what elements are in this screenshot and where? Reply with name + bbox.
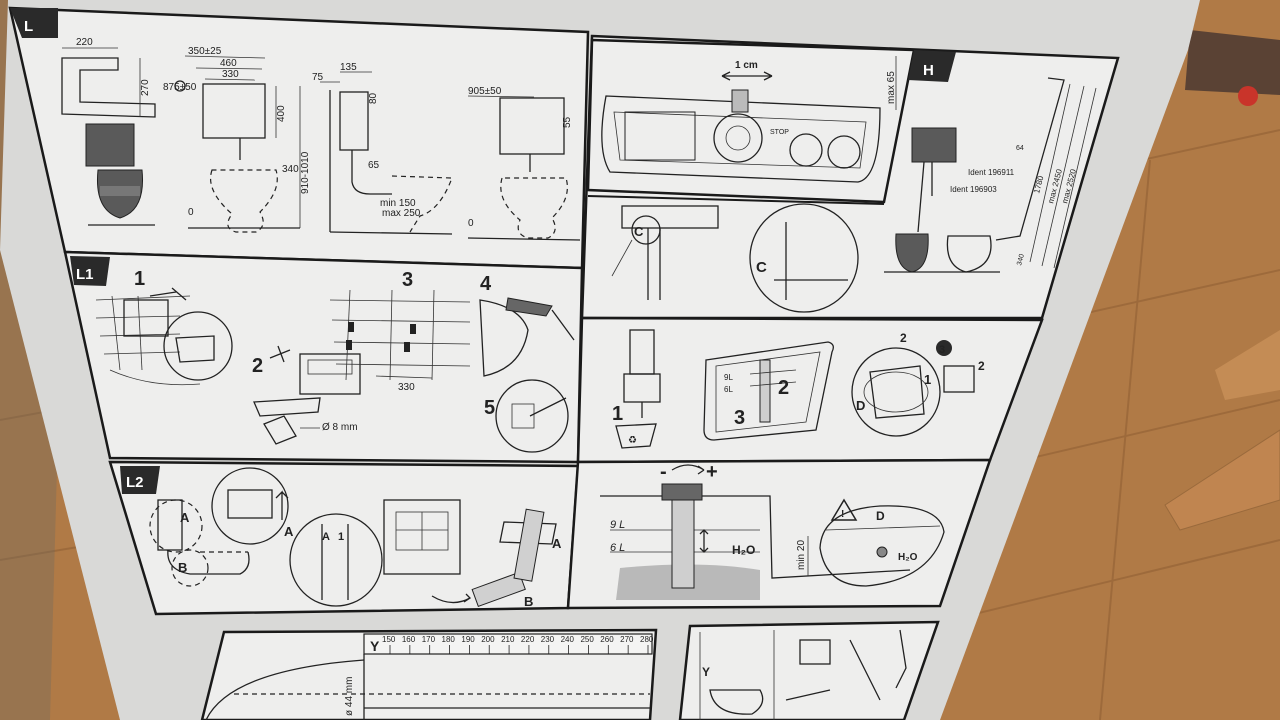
svg-text:min 20: min 20	[796, 540, 807, 570]
svg-text:3: 3	[402, 269, 413, 291]
svg-text:max 65: max 65	[886, 71, 897, 104]
svg-text:350±25: 350±25	[188, 46, 222, 57]
svg-text:Ident 196903: Ident 196903	[950, 185, 997, 194]
recycle-icon: ♻	[628, 435, 637, 446]
svg-text:2: 2	[778, 377, 789, 399]
svg-text:135: 135	[340, 62, 357, 73]
y-scale-label: 200	[481, 635, 495, 644]
y-scale: 150 160 170 180 190 200 210 220 230 240 250 260 270 2…	[382, 635, 654, 654]
y-scale-label: 230	[541, 635, 555, 644]
svg-text:340: 340	[282, 164, 299, 175]
y-scale-label: 150	[382, 635, 396, 644]
panel-L1: L1 1 2 Ø 8 mm 3 330 4	[63, 250, 584, 464]
svg-text:80: 80	[368, 92, 379, 104]
y-scale-label: 220	[521, 635, 535, 644]
svg-text:0: 0	[188, 207, 194, 218]
panel-H: STOP 1 cm max 65 H Ident 196911 Ident 19…	[580, 34, 1120, 320]
svg-text:min 150: min 150	[380, 198, 416, 209]
svg-text:1: 1	[612, 403, 623, 425]
svg-text:STOP: STOP	[770, 129, 789, 136]
svg-text:6L: 6L	[724, 385, 733, 394]
svg-text:H₂O: H₂O	[898, 552, 918, 563]
svg-text:0: 0	[468, 218, 474, 229]
svg-text:ø 44 mm: ø 44 mm	[344, 677, 355, 716]
svg-text:C: C	[634, 224, 644, 239]
svg-text:9L: 9L	[724, 373, 733, 382]
svg-text:Ø 8 mm: Ø 8 mm	[322, 422, 358, 433]
badge-L2: L2	[126, 474, 144, 491]
y-scale-label: 280	[640, 635, 654, 644]
panel-M: ♻ 1 9L 6L 3 2 D 1 2 3 2	[576, 316, 1044, 464]
svg-text:D: D	[876, 509, 885, 523]
y-scale-label: 210	[501, 635, 515, 644]
svg-text:340: 340	[1016, 253, 1026, 266]
svg-text:2: 2	[252, 355, 263, 377]
y-scale-label: 240	[561, 635, 575, 644]
badge-H: H	[923, 62, 934, 79]
svg-text:400: 400	[276, 105, 287, 122]
svg-text:4: 4	[480, 273, 492, 295]
svg-text:A: A	[180, 510, 190, 525]
svg-text:1: 1	[134, 268, 145, 290]
svg-text:A: A	[322, 531, 330, 543]
svg-text:460: 460	[220, 58, 237, 69]
panel-N: - + 9 L 6 L H₂O min 20 ! D H₂O	[566, 458, 992, 610]
cistern-dark	[85, 123, 135, 167]
svg-text:1: 1	[924, 372, 931, 387]
y-scale-label: 250	[580, 635, 594, 644]
svg-text:6 L: 6 L	[610, 542, 625, 554]
svg-text:+: +	[706, 461, 718, 483]
svg-text:1: 1	[338, 531, 344, 543]
svg-text:max 250: max 250	[382, 208, 421, 219]
svg-text:905±50: 905±50	[468, 86, 502, 97]
furniture-top	[1185, 30, 1280, 95]
y-scale-label: 160	[402, 635, 416, 644]
svg-text:3: 3	[939, 344, 945, 356]
svg-text:H₂O: H₂O	[732, 543, 755, 557]
svg-text:D: D	[856, 398, 865, 413]
svg-text:Y: Y	[370, 638, 380, 654]
red-object	[1238, 86, 1258, 106]
svg-text:330: 330	[398, 382, 415, 393]
svg-text:2: 2	[978, 359, 985, 373]
y-scale-label: 190	[461, 635, 475, 644]
y-scale-label: 180	[442, 635, 456, 644]
svg-text:2: 2	[900, 331, 907, 345]
svg-text:220: 220	[76, 37, 93, 48]
badge-L1: L1	[76, 266, 94, 283]
high-cistern	[911, 127, 957, 163]
panel-Y: Y 150 160 170 180 190 200 210 220 230 240 250 260 27…	[200, 620, 940, 720]
svg-text:3: 3	[734, 407, 745, 429]
svg-text:1 cm: 1 cm	[735, 60, 758, 71]
svg-text:875±50: 875±50	[163, 82, 197, 93]
y-scale-label: 260	[600, 635, 614, 644]
svg-text:B: B	[524, 594, 533, 609]
y-scale-label: 270	[620, 635, 634, 644]
chair-leg-upper	[1215, 330, 1280, 400]
svg-text:Ident 196911: Ident 196911	[968, 168, 1015, 177]
svg-text:A: A	[284, 524, 294, 539]
warning-icon	[830, 498, 858, 521]
svg-text:C: C	[756, 259, 767, 276]
svg-text:65: 65	[368, 160, 380, 171]
svg-text:64: 64	[1016, 145, 1024, 152]
svg-text:75: 75	[312, 72, 324, 83]
panel-L: L 220 270 350±25 460 330 875±50 400 340 …	[8, 6, 590, 270]
badge-L: L	[24, 18, 33, 35]
svg-text:-: -	[660, 461, 667, 483]
chair-leg-lower	[1164, 429, 1280, 531]
svg-text:Y: Y	[702, 665, 710, 679]
panel-L2: L2 A B A A 1 A B	[108, 460, 580, 616]
y-scale-label: 170	[422, 635, 436, 644]
svg-text:330: 330	[222, 69, 239, 80]
svg-text:9 L: 9 L	[610, 519, 625, 531]
svg-text:55: 55	[562, 116, 573, 128]
svg-text:910-1010: 910-1010	[300, 151, 311, 194]
svg-text:B: B	[178, 560, 187, 575]
svg-text:A: A	[552, 536, 562, 551]
svg-text:5: 5	[484, 397, 495, 419]
svg-text:270: 270	[140, 79, 151, 96]
